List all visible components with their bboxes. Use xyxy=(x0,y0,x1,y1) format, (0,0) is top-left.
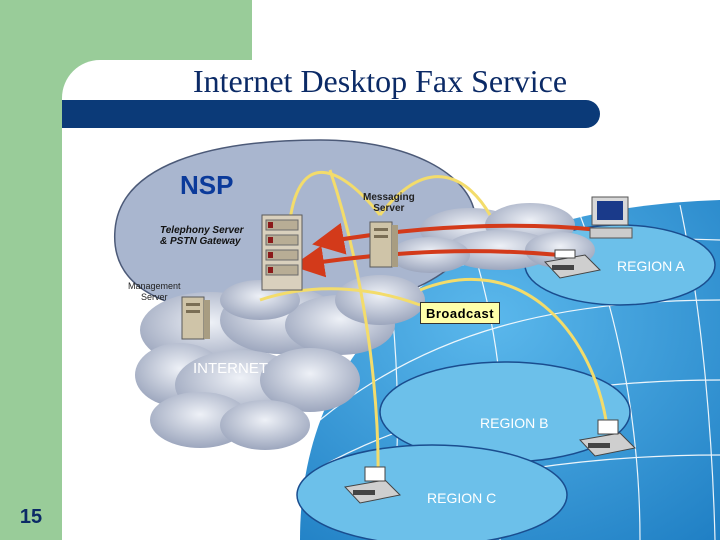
fax-machine-region-c-icon xyxy=(344,466,402,504)
title-underline-bar-left xyxy=(62,100,252,128)
region-a-label: REGION A xyxy=(617,258,685,274)
page-title: Internet Desktop Fax Service xyxy=(192,63,568,99)
link-messaging-to-region-a xyxy=(378,175,492,216)
link-broadcast-to-region-b xyxy=(419,277,608,421)
region-c-label: REGION C xyxy=(427,490,497,506)
title-underline-bar xyxy=(252,100,600,128)
telephony-server-icon xyxy=(261,214,303,291)
telephony-server-label: Telephony Server & PSTN Gateway xyxy=(160,225,244,247)
messaging-server-label: Messaging Server xyxy=(363,192,415,214)
internet-label: INTERNET xyxy=(193,360,268,377)
management-server-icon xyxy=(181,296,210,340)
page-number: 15 xyxy=(19,506,43,528)
fax-machine-region-a-icon xyxy=(544,249,602,279)
link-cloud-to-broadcast xyxy=(259,287,421,307)
link-telephony-to-messaging xyxy=(288,171,382,221)
fax-machine-region-b-icon xyxy=(579,419,637,457)
arrow-fax-to-telephony xyxy=(292,245,561,278)
link-broadcast-to-region-c xyxy=(328,169,380,486)
messaging-server-icon xyxy=(369,221,398,268)
desktop-computer-icon xyxy=(589,196,633,239)
region-b-label: REGION B xyxy=(480,415,549,431)
arrow-region-a-to-telephony xyxy=(312,223,601,255)
broadcast-label: Broadcast xyxy=(420,302,500,324)
management-server-label: Management Server xyxy=(128,281,181,302)
nsp-label: NSP xyxy=(180,170,234,200)
internet-cloud xyxy=(135,275,425,450)
